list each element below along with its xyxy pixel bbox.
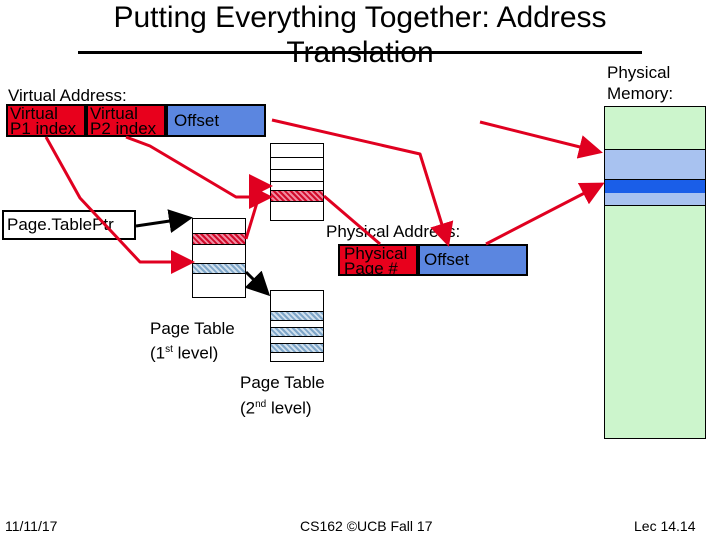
- footer-date: 11/11/17: [5, 518, 58, 534]
- physical-memory-line1: Physical: [607, 63, 671, 82]
- level2a-divider-2: [271, 169, 323, 170]
- virtual-p1-line2: P1 index: [10, 119, 77, 137]
- footer-lecture: Lec 14.14: [634, 518, 696, 534]
- level2a-entry-selected: [271, 190, 323, 202]
- physical-memory-line2: Memory:: [607, 84, 674, 103]
- virtual-offset-box: Offset: [166, 104, 266, 137]
- level2b-entry-3: [271, 343, 323, 353]
- virtual-p1-index-box: Virtual P1 index: [6, 104, 86, 137]
- arrow-top-to-memory: [479, 120, 603, 159]
- arrow-offset-to-offset: [271, 118, 454, 247]
- virtual-p1-line1: Virtual: [10, 104, 58, 123]
- level1-entry-other: [193, 263, 245, 274]
- virtual-p2-index-box: Virtual P2 index: [86, 104, 166, 137]
- memory-page-frame-rest: [605, 193, 705, 206]
- level2a-divider-3: [271, 181, 323, 182]
- physical-offset-box: Offset: [418, 244, 528, 276]
- virtual-address-label: Virtual Address:: [8, 86, 127, 105]
- page-table-level1: [192, 218, 246, 298]
- virtual-p2-line2: P2 index: [90, 119, 157, 137]
- page-table-level2-lower: [270, 290, 324, 362]
- arrow-level2-to-physpage: [323, 194, 381, 246]
- physical-page-box: Physical Page #: [338, 244, 418, 276]
- page-table-level1-line2: (1st level): [150, 343, 219, 363]
- title-underline: [78, 51, 642, 54]
- physical-memory-block: [604, 106, 706, 439]
- page-table-level1-line1: Page Table: [150, 319, 235, 338]
- arrow-p2-to-level2: [125, 135, 273, 209]
- physical-memory-label: Physical Memory:: [607, 62, 673, 104]
- footer-course: CS162 ©UCB Fall 17: [300, 518, 433, 534]
- page-table-level2-line1: Page Table: [240, 373, 325, 392]
- arrow-physpage-to-memory: [485, 182, 605, 246]
- page-table-level2-line2: (2nd level): [240, 398, 312, 418]
- arrow-level1-to-level2-lower: [244, 270, 271, 297]
- arrow-level1-to-level2: [244, 174, 273, 240]
- level2b-entry-2: [271, 327, 323, 337]
- page-table-level2-upper: [270, 143, 324, 221]
- level2b-entry-1: [271, 311, 323, 321]
- level2a-divider-1: [271, 157, 323, 158]
- physical-page-line1: Physical: [344, 244, 408, 263]
- physical-page-line2: Page #: [344, 259, 398, 276]
- arrow-ptr-to-level1: [135, 209, 193, 233]
- page-table-level2-label: Page Table (2nd level): [240, 372, 325, 420]
- page-table-level1-label: Page Table (1st level): [150, 318, 235, 364]
- level1-entry-selected: [193, 233, 245, 245]
- arrow-p1-to-level1: [44, 136, 195, 274]
- virtual-p2-line1: Virtual: [90, 104, 138, 123]
